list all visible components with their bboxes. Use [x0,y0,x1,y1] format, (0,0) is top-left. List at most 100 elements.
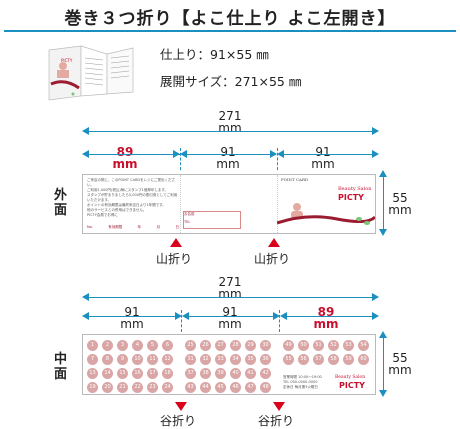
inner-total-unit: mm [218,287,242,301]
stamp-circle: 34 [230,354,241,365]
stamp-circle: 18 [162,368,173,379]
stamp-circle: 21 [117,382,128,393]
footer-no: No. [87,225,93,229]
outer-card: ご来店の際に、このPOINT CARDをレジにご提出ください。 ご利用1,000… [82,174,376,234]
inner-height-arrow-bottom [379,390,387,397]
stamp-circle: 6 [162,340,173,351]
shop-info-tel: TEL 000-0000-0000 [283,380,318,384]
stamp-circle: 42 [260,368,271,379]
stamp-circle: 5 [147,340,158,351]
stamp-circle: 15 [117,368,128,379]
stamp-circle: 50 [298,340,309,351]
outer-height-unit: mm [388,203,412,217]
rule-1: ご来店の際に、このPOINT CARDをレジにご提出ください。 [87,178,176,187]
tel-label: TEL [184,220,191,224]
outer-fold-marker-1 [170,238,182,247]
outer-seg1-unit: mm [112,157,138,171]
footer-day: 日 [175,225,180,229]
inner-seg1-line [85,316,180,317]
stamp-circle: 12 [162,354,173,365]
stamp-circle: 3 [117,340,128,351]
stamp-circle: 29 [245,340,256,351]
inner-height-unit: mm [388,363,412,377]
page-title: 巻き３つ折り【よこ仕上り よこ左開き】 [64,9,396,29]
stamp-circle: 24 [162,382,173,393]
footer-month: 月 [156,225,161,229]
inner-seg2-line [185,316,278,317]
rule-6: PICTY会員でお得に [87,213,118,217]
stamp-circle: 1 [87,340,98,351]
inner-seg2-arrow-right [273,312,280,320]
outer-seg1-arrow-right [173,150,180,158]
inner-height-num: 55 [392,351,408,365]
stamp-circle: 14 [102,368,113,379]
point-card-label: POINT CARD [281,177,309,182]
stamp-circle: 8 [102,354,113,365]
stamp-circle: 10 [132,354,143,365]
inner-fold-marker-1 [175,402,187,411]
outer-height-arrow-bottom [379,229,387,236]
outer-fold-marker-2 [268,238,280,247]
stamp-circle: 36 [260,354,271,365]
inner-seg3-unit: mm [313,317,339,331]
inner-seg2-num: 91 [222,305,238,319]
stamp-circle: 56 [298,354,309,365]
footer-expiry: 有効期限 [108,225,123,229]
stamp-circle: 2 [102,340,113,351]
inner-height-line [383,337,384,391]
stamp-circle: 35 [245,354,256,365]
stamp-circle: 59 [343,354,354,365]
stamp-circle: 11 [147,354,158,365]
stamp-circle: 37 [185,368,196,379]
outer-seg3-line [280,154,375,155]
inner-seg3-dim: 89 mm [306,306,346,330]
outer-height-line [383,176,384,230]
inner-label-top: 中 [54,352,68,367]
outer-seg1-dim: 89 mm [105,146,145,170]
stamp-circle: 7 [87,354,98,365]
outer-seg3-dim: 91 mm [303,146,343,170]
stamp-circle: 52 [328,340,339,351]
stamp-circle: 22 [132,382,143,393]
brand-logo: PICTY [338,193,364,202]
outer-fold-line-2 [277,175,278,233]
stamp-circle: 43 [185,382,196,393]
inner-seg3-line [283,316,375,317]
stamp-circle: 31 [185,354,196,365]
inner-seg1-arrow-right [175,312,182,320]
outer-height-dim: 55 mm [386,192,414,216]
outer-footer: No. 有効期限 年 月 日 [87,225,179,230]
outer-height-arrow-top [379,170,387,177]
stamp-circle: 45 [215,382,226,393]
inner-brand-logo: PICTY [339,381,365,390]
shop-info-hours: 営業時間 10:00～19:00 [283,375,322,379]
outer-seg3-arrow-right [372,150,379,158]
stamp-circle: 51 [313,340,324,351]
inner-seg3-arrow-right [372,312,379,320]
outer-total-unit: mm [218,121,242,135]
inner-salon-label: Beauty Salon [335,375,366,380]
rule-5: 他のサービスとの併用はできません。 [87,208,147,212]
inner-side-label: 中 面 [54,352,67,382]
outer-seg2-dim: 91 mm [208,146,248,170]
outer-fold-label-1: 山折り [156,252,193,266]
salon-label: Beauty Salon [338,186,372,192]
stamp-circle: 25 [185,340,196,351]
inner-seg1-dim: 91 mm [112,306,152,330]
branch-illustration [277,203,375,225]
inner-height-dim: 55 mm [386,352,414,376]
outer-total-line [85,131,375,132]
stamp-circle: 60 [358,354,369,365]
outer-seg3-unit: mm [311,157,335,171]
stamp-circle: 46 [230,382,241,393]
name-box: お名前 TEL [183,211,241,229]
inner-seg1-num: 91 [124,305,140,319]
footer-year: 年 [137,225,142,229]
inner-seg3-num: 89 [317,305,335,319]
stamp-circle: 33 [215,354,226,365]
stamp-circle: 38 [200,368,211,379]
outer-side-label: 外 面 [54,188,67,218]
stamp-circle: 58 [328,354,339,365]
stamp-circle: 55 [283,354,294,365]
